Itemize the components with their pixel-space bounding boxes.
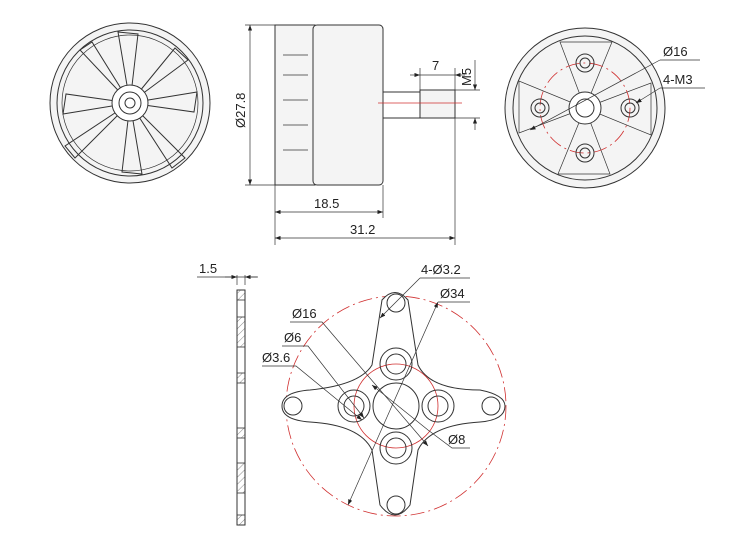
bolt-circle-label: Ø16 (663, 44, 688, 59)
diameter-label: Ø27.8 (233, 93, 248, 128)
thickness-label: 1.5 (199, 261, 217, 276)
inner-circle-label: Ø16 (292, 306, 317, 321)
body-length-label: 18.5 (314, 196, 339, 211)
mount-threads-label: 4-M3 (663, 72, 693, 87)
outer-holes-label: 4-Ø3.2 (421, 262, 461, 277)
motor-bottom-view: Ø16 4-M3 (504, 27, 705, 189)
motor-front-view (49, 22, 211, 184)
total-length-label: 31.2 (350, 222, 375, 237)
center-hole-label: Ø8 (448, 432, 465, 447)
boss-diameter-label: Ø6 (284, 330, 301, 345)
shaft-thread-label: M5 (459, 68, 474, 86)
mount-plate-front-view: 4-Ø3.2 Ø34 Ø16 Ø6 Ø3.6 Ø8 (262, 262, 507, 517)
motor-side-view: Ø27.8 7 M5 18.5 31.2 (233, 24, 480, 245)
shaft-length-label: 7 (432, 58, 439, 73)
mount-plate-side-view: 1.5 (197, 261, 258, 526)
inner-hole-label: Ø3.6 (262, 350, 290, 365)
outer-circle-label: Ø34 (440, 286, 465, 301)
